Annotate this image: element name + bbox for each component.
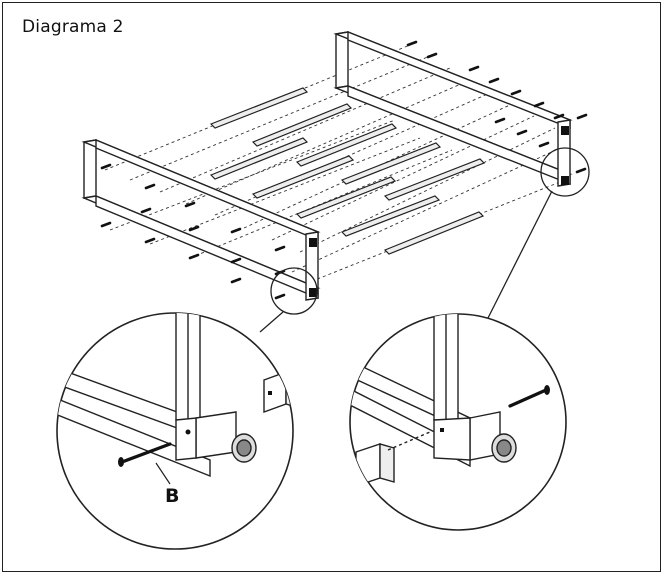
slat xyxy=(383,158,486,201)
back-end-frame xyxy=(333,30,573,187)
slat xyxy=(340,142,442,185)
slat xyxy=(209,87,309,129)
slat xyxy=(383,211,485,255)
slat xyxy=(251,155,355,199)
slat xyxy=(340,195,441,237)
slats xyxy=(209,87,486,255)
slat xyxy=(295,176,397,219)
detail-markers xyxy=(259,147,590,333)
bolts xyxy=(100,40,588,300)
slat xyxy=(209,137,309,180)
alignment-lines xyxy=(104,44,571,289)
bolt-right xyxy=(508,385,550,408)
right-detail-view xyxy=(349,313,567,531)
slat xyxy=(295,123,398,167)
front-end-frame xyxy=(81,138,321,301)
bolt-label: B xyxy=(165,485,179,507)
diagram-title: Diagrama 2 xyxy=(22,17,124,37)
slat xyxy=(251,103,353,147)
left-detail-view: B xyxy=(56,312,294,550)
bolt-b xyxy=(118,442,172,485)
